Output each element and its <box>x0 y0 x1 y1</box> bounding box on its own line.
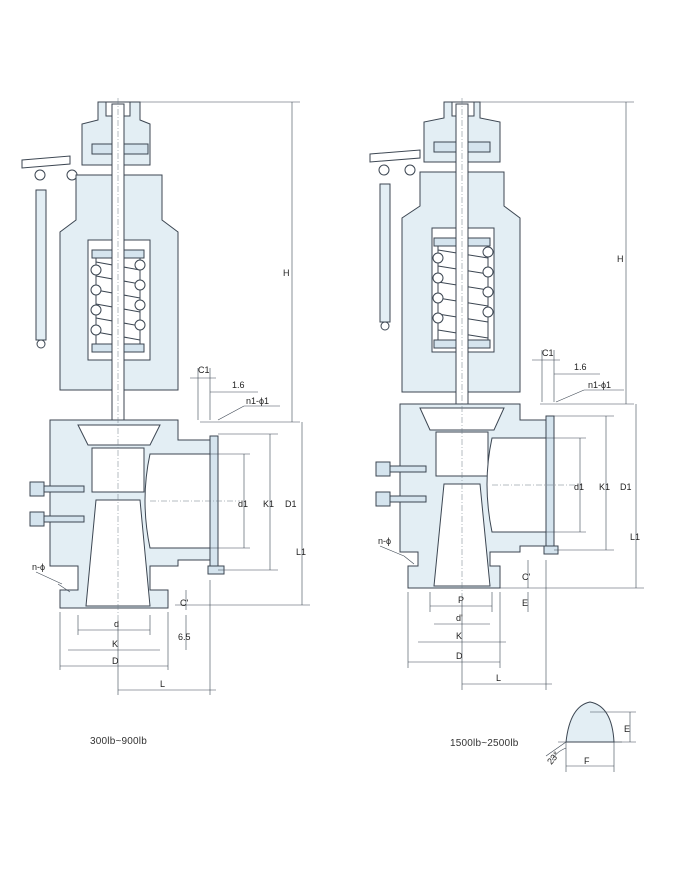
left-valve <box>21 98 240 620</box>
right-caption: 1500lb~2500lb <box>450 738 519 749</box>
left-label-L1: L1 <box>296 547 306 557</box>
right-label-P: P <box>458 595 464 605</box>
right-label-d1: d1 <box>574 482 584 492</box>
right-label-K: K <box>456 631 462 641</box>
left-label-C1: C1 <box>198 365 210 375</box>
right-label-gap: 1.6 <box>574 362 587 372</box>
left-label-n1phi1: n1-ϕ1 <box>246 396 269 406</box>
left-dimensions <box>35 101 310 695</box>
left-label-L: L <box>160 679 165 689</box>
right-label-nphi: n-ϕ <box>378 536 391 546</box>
right-label-L1: L1 <box>630 532 640 542</box>
right-labels: H C1 1.6 n1-ϕ1 d1 K1 D1 L1 n-ϕ C' E P d'… <box>378 254 640 683</box>
left-label-D: D <box>112 656 119 666</box>
right-label-dprime: d' <box>456 613 463 623</box>
left-label-Cprime: C' <box>180 598 188 608</box>
left-label-d: d <box>114 619 119 629</box>
left-label-K: K <box>112 639 118 649</box>
left-labels: H C1 1.6 n1-ϕ1 d1 K1 D1 L1 n-ϕ C' 6.5 d … <box>32 268 306 689</box>
left-label-K1: K1 <box>263 499 274 509</box>
right-label-K1: K1 <box>599 482 610 492</box>
left-label-t: 6.5 <box>178 632 191 642</box>
right-label-H: H <box>617 254 624 264</box>
detail-label-E: E <box>624 724 630 734</box>
left-label-d1: d1 <box>238 499 248 509</box>
detail-label-F: F <box>584 756 590 766</box>
right-label-E: E <box>522 598 528 608</box>
left-label-H: H <box>283 268 290 278</box>
right-label-L: L <box>496 673 501 683</box>
right-label-D: D <box>456 651 463 661</box>
groove-detail <box>545 701 636 772</box>
right-label-Cprime: C' <box>522 572 530 582</box>
left-label-gap: 1.6 <box>232 380 245 390</box>
right-dimensions <box>379 101 644 690</box>
left-label-D1: D1 <box>285 499 297 509</box>
right-label-C1: C1 <box>542 348 554 358</box>
right-valve <box>369 98 582 600</box>
left-label-nphi: n-ϕ <box>32 562 45 572</box>
left-caption: 300lb~900lb <box>90 736 147 747</box>
right-label-n1phi1: n1-ϕ1 <box>588 380 611 390</box>
right-label-D1: D1 <box>620 482 632 492</box>
